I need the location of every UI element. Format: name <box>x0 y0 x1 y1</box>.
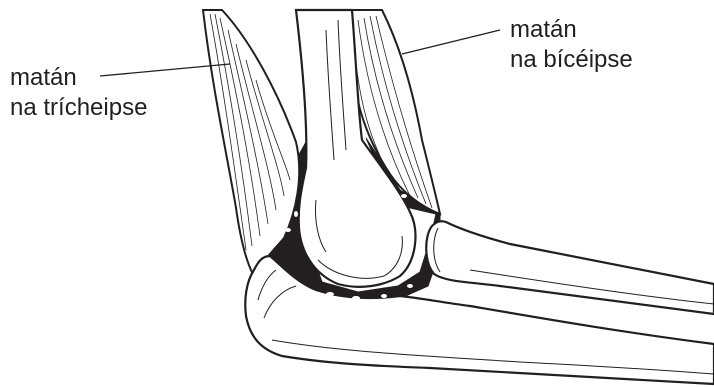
biceps-label-line1: matán <box>510 15 633 45</box>
triceps-label: matán na trícheipse <box>10 63 147 123</box>
radius-bone <box>426 221 714 314</box>
biceps-label-line2: na bícéipse <box>510 45 633 75</box>
triceps-label-line2: na trícheipse <box>10 93 147 123</box>
triceps-label-line1: matán <box>10 63 147 93</box>
biceps-label: matán na bícéipse <box>510 15 633 75</box>
biceps-leader-line <box>402 30 500 54</box>
